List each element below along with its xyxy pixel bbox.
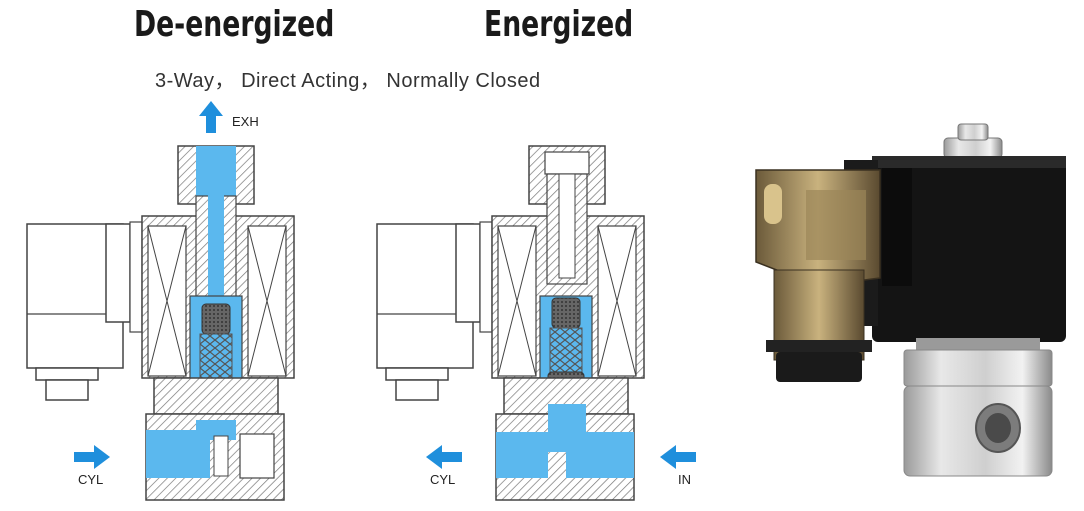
arrow-in-icon bbox=[660, 445, 696, 469]
valve-de-energized bbox=[26, 101, 295, 501]
arrow-cyl-left-icon bbox=[74, 445, 110, 469]
arrow-cyl-right-icon bbox=[426, 445, 462, 469]
title-energized: Energized bbox=[484, 4, 634, 45]
product-photo bbox=[755, 123, 1066, 477]
label-cyl-right: CYL bbox=[430, 472, 456, 487]
connector-right bbox=[376, 221, 493, 401]
label-exh: EXH bbox=[232, 114, 259, 129]
label-in: IN bbox=[678, 472, 691, 487]
valve-energized bbox=[376, 145, 696, 501]
subtitle: 3-Way， Direct Acting， Normally Closed bbox=[155, 70, 541, 92]
connector-left bbox=[26, 221, 143, 401]
title-de-energized: De-energized bbox=[134, 4, 335, 45]
arrow-exh-icon bbox=[199, 101, 223, 133]
label-cyl-left: CYL bbox=[78, 472, 104, 487]
